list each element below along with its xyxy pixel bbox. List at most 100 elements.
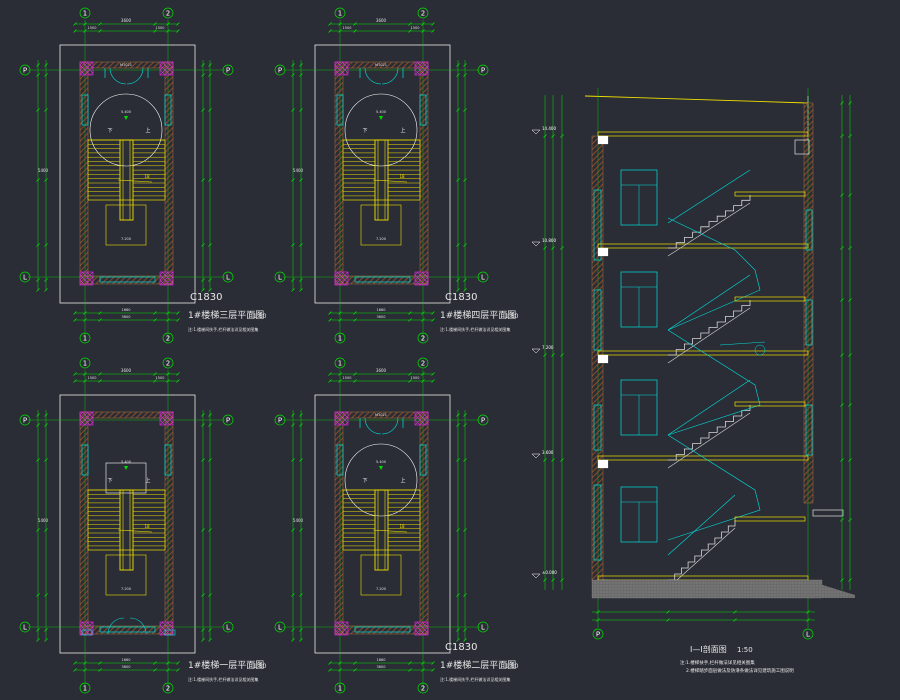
- break-line: [372, 529, 408, 533]
- dim-tick: [166, 311, 170, 315]
- dim-tick: [543, 134, 547, 138]
- dim-tick: [733, 618, 737, 622]
- dim-tick: [208, 638, 212, 642]
- dim-tick: [408, 29, 412, 33]
- dim-tick: [98, 668, 102, 672]
- axis-bubble-P-right-label: P: [481, 416, 485, 424]
- axis-bubble-L-left-label: L: [23, 273, 27, 281]
- axis-bubble-L-left: [19, 621, 31, 633]
- door-swing: [364, 67, 382, 85]
- column-3: [414, 271, 429, 286]
- dim-text: 1500: [88, 26, 97, 30]
- step-count: 18: [144, 174, 150, 179]
- dim-tick: [166, 668, 170, 672]
- lower-landing: [105, 204, 147, 246]
- break-line: [372, 179, 408, 183]
- dim-tick: [153, 22, 157, 26]
- dim-tick: [36, 638, 40, 642]
- dim-tick: [208, 423, 212, 427]
- break-line: [117, 529, 153, 533]
- plan-border: [314, 44, 451, 304]
- dim-tick: [848, 193, 852, 197]
- dim-text: 5400: [38, 518, 49, 523]
- level-tag: 5.400: [121, 460, 131, 464]
- plan-border: [59, 394, 196, 654]
- dim-tick: [299, 243, 303, 247]
- break-line: [117, 179, 153, 183]
- dim-tick: [36, 243, 40, 247]
- axis-bubble-L-right-label: L: [481, 273, 485, 281]
- dim-tick: [176, 318, 180, 322]
- axis-bubble-P-right-label: P: [226, 66, 230, 74]
- dim-tick: [328, 668, 332, 672]
- dim-text: 1500: [88, 376, 97, 380]
- dim-tick: [463, 178, 467, 182]
- dim-tick: [431, 668, 435, 672]
- section-axis-bubble-L-label: L: [806, 630, 810, 638]
- dim-tick: [153, 29, 157, 33]
- dim-text: 1500: [411, 376, 420, 380]
- axis-bubble-2-top-label: 2: [421, 359, 425, 367]
- dim-tick: [338, 661, 342, 665]
- dim-tick: [408, 379, 412, 383]
- dim-tick: [208, 178, 212, 182]
- axis-bubble-1-top: [79, 7, 91, 19]
- stair-handrail: [667, 169, 751, 224]
- dim-tick: [551, 578, 555, 582]
- dim-tick: [456, 593, 460, 597]
- stair-slab: [667, 202, 751, 257]
- dim-text: 5400: [38, 168, 49, 173]
- column-3: [414, 621, 429, 636]
- dim-tick: [421, 22, 425, 26]
- axis-bubble-P-right: [477, 414, 489, 426]
- dim-text: 1660: [122, 658, 131, 662]
- dim-tick: [208, 63, 212, 67]
- dim-tick: [463, 63, 467, 67]
- dim-tick: [353, 661, 357, 665]
- axis-bubble-P-left-label: P: [278, 66, 282, 74]
- axis-bubble-2-bottom: [162, 682, 174, 694]
- section-right-window-1: [805, 299, 813, 346]
- dim-tick: [848, 134, 852, 138]
- dim-tick: [83, 661, 87, 665]
- dim-tick: [543, 458, 547, 462]
- level-marker-4: 14.400: [542, 126, 556, 131]
- section-wall-window-1: [593, 289, 602, 351]
- dim-tick: [463, 73, 467, 77]
- dim-tick: [299, 73, 303, 77]
- dim-tick: [291, 243, 295, 247]
- dim-tick: [36, 593, 40, 597]
- axis-bubble-P-left: [19, 414, 31, 426]
- dim-tick: [291, 458, 295, 462]
- dim-tick: [408, 318, 412, 322]
- dim-tick: [328, 318, 332, 322]
- slab-beam: [597, 354, 609, 364]
- dim-tick: [328, 379, 332, 383]
- dim-tick: [208, 288, 212, 292]
- stair-label-down: 下: [107, 478, 112, 484]
- axis-bubble-2-top-label: 2: [166, 359, 170, 367]
- dim-tick: [201, 178, 205, 182]
- dim-tick: [44, 73, 48, 77]
- dim-tick: [463, 628, 467, 632]
- window-bottom: [99, 626, 156, 633]
- step-count: 18: [144, 524, 150, 529]
- dim-tick: [431, 29, 435, 33]
- dim-tick: [421, 379, 425, 383]
- section-axis-bubble-P: [592, 628, 604, 640]
- dim-tick: [83, 668, 87, 672]
- dim-tick: [153, 668, 157, 672]
- dim-tick: [328, 22, 332, 26]
- wall-top: [79, 411, 174, 419]
- plan-border: [59, 44, 196, 304]
- dim-tick: [733, 610, 737, 614]
- stair-label-down: 下: [107, 128, 112, 134]
- window-bottom-right: [164, 629, 176, 636]
- arrow-marker: [379, 466, 383, 470]
- dim-tick: [98, 311, 102, 315]
- dim-tick: [338, 668, 342, 672]
- dim-tick: [431, 372, 435, 376]
- axis-bubble-L-right: [477, 621, 489, 633]
- dim-tick: [83, 318, 87, 322]
